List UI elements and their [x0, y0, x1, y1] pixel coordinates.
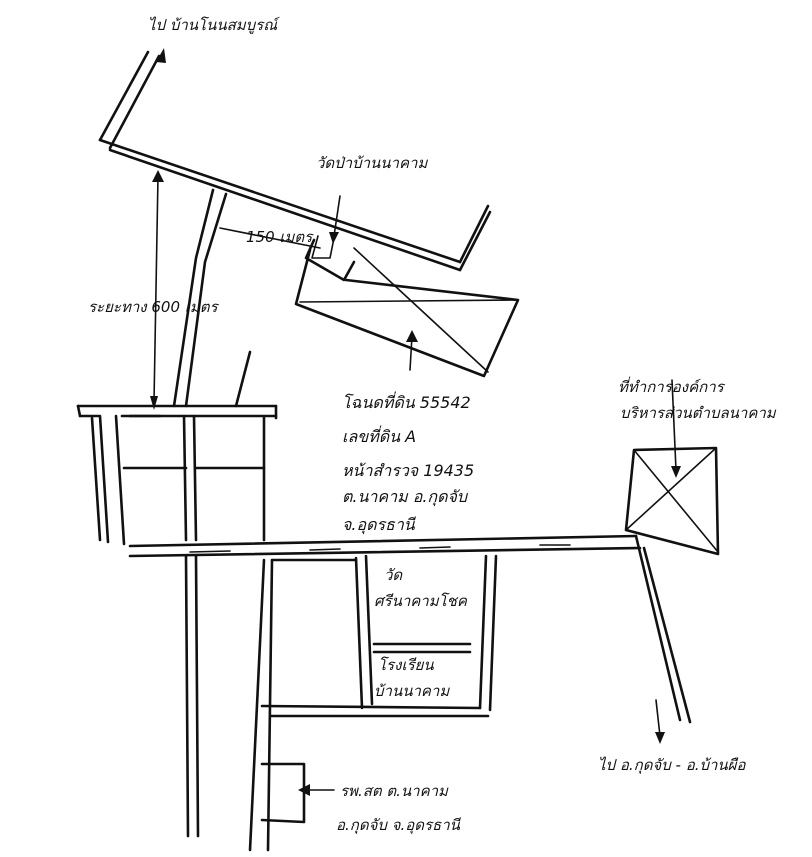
- road-to-kudjab: [634, 534, 692, 744]
- branch-road: [172, 188, 252, 408]
- label-distance-600: ระยะทาง 600 เมตร: [88, 298, 220, 316]
- label-water-tower: วัดป่าบ้านนาคาม: [316, 154, 428, 172]
- arrow-down-icon: [329, 232, 339, 244]
- label-school-line1: โฉนดที่ดิน 55542: [342, 391, 471, 412]
- arrow-down-icon: [655, 732, 665, 744]
- arrow-down-icon: [150, 396, 158, 410]
- town-main-road: [128, 534, 642, 558]
- distance-150-marker: [219, 227, 335, 259]
- label-school-line3: หน้าสำรวจ 19435: [342, 461, 474, 480]
- distance-600-marker: [150, 170, 164, 410]
- hospital-building: [260, 762, 335, 824]
- local-road-grid: [76, 404, 278, 546]
- label-to-village: ไป บ้านโนนสมบูรณ์: [148, 16, 280, 34]
- arrow-down-icon: [671, 466, 681, 478]
- label-office-line1: ที่ทำการองค์การ: [618, 376, 726, 396]
- label-temple-line1: วัด: [384, 566, 403, 584]
- label-school-line2: เลขที่ดิน A: [342, 425, 416, 446]
- arrow-up-icon: [152, 170, 164, 182]
- subdistrict-office: [624, 379, 720, 556]
- arrow-up-icon: [156, 48, 166, 63]
- lower-roads: [184, 554, 498, 852]
- label-to-kudjab: ไป อ.กุดจับ - อ.บ้านผือ: [598, 756, 746, 774]
- label-school2-line2: บ้านนาคาม: [374, 682, 450, 700]
- road-to-village: [98, 48, 166, 150]
- label-hospital-line1: รพ.สต ต.นาคาม: [340, 782, 449, 800]
- main-upper-road: [98, 138, 492, 272]
- label-hospital-line2: อ.กุดจับ จ.อุดรธานี: [336, 816, 461, 834]
- label-temple-line2: ศรีนาคามโชค: [374, 592, 468, 610]
- label-school2-line1: โรงเรียน: [378, 656, 434, 674]
- label-distance-150: 150 เมตร: [246, 228, 314, 246]
- land-parcel: [294, 247, 520, 378]
- label-office-line2: บริหารส่วนตำบลนาคาม: [620, 404, 777, 422]
- small-building: [304, 195, 356, 282]
- label-school-line4: ต.นาคาม อ.กุดจับ: [342, 487, 469, 507]
- label-school-line5: จ.อุดรธานี: [342, 515, 416, 535]
- arrow-up-icon: [406, 330, 418, 342]
- arrow-left-icon: [298, 784, 310, 796]
